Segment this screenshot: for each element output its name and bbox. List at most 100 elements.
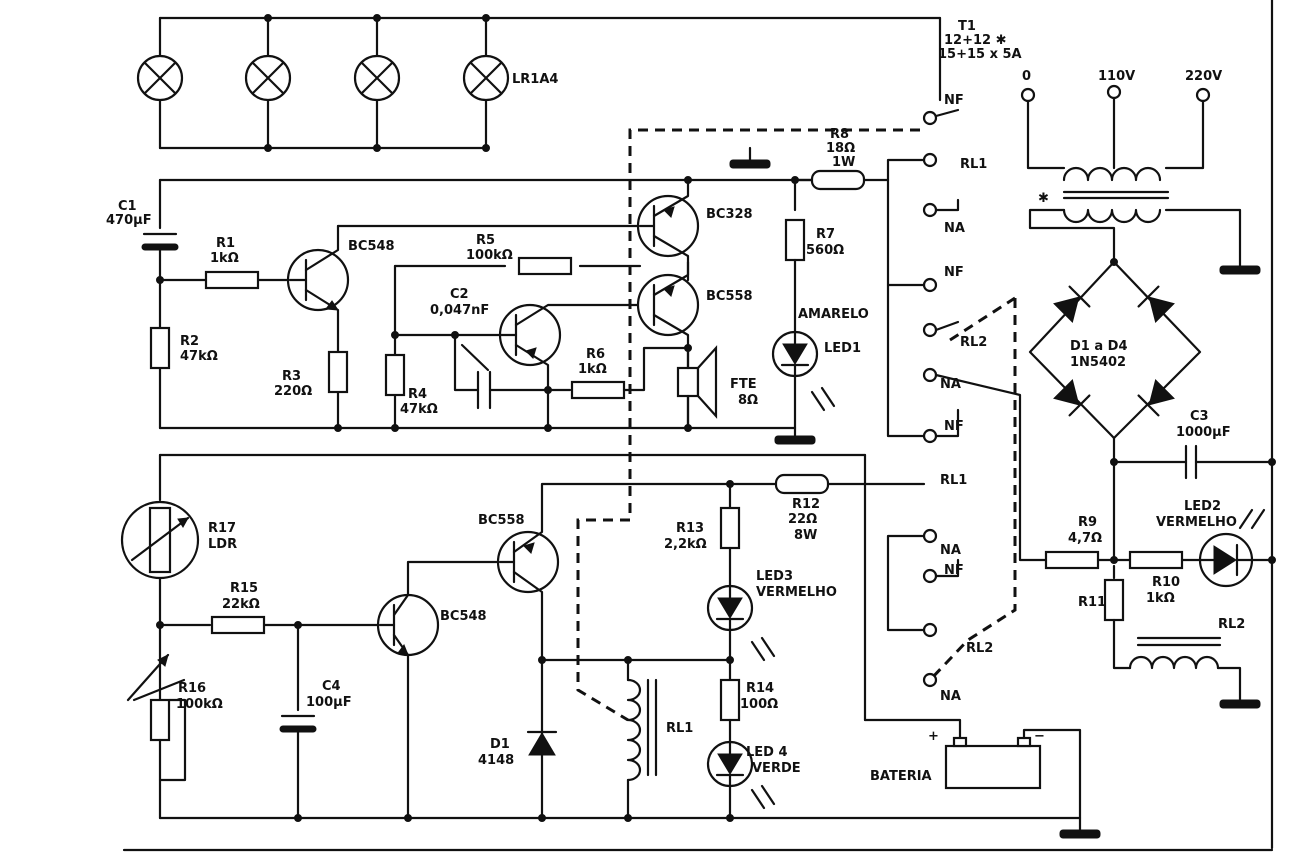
r8-power: 1W xyxy=(832,155,855,170)
bc558-right-label: BC558 xyxy=(706,289,753,304)
led3-color: VERMELHO xyxy=(756,585,837,600)
r14-name: R14 xyxy=(746,681,774,696)
rl1-label: RL1 xyxy=(960,157,987,172)
c3-name: C3 xyxy=(1190,409,1209,424)
r7-value: 560Ω xyxy=(806,243,844,258)
r10-resistor xyxy=(1128,550,1184,570)
transformer-t1: T1 12+12 ✱ 15+15 x 5A 0 110V 220V 12+12 … xyxy=(938,19,1261,275)
c4-value: 100µF xyxy=(306,695,352,710)
r1-resistor xyxy=(204,270,260,290)
rl1b-nf-label: NF xyxy=(944,419,964,434)
r17-name: R17 xyxy=(208,521,236,536)
r6-value: 1kΩ xyxy=(578,362,607,377)
lamp-1 xyxy=(136,54,184,102)
rl2b-na-label: NA xyxy=(940,689,961,704)
battery-label: BATERIA xyxy=(870,769,932,784)
battery-ground xyxy=(1059,829,1101,839)
c3-value: 1000µF xyxy=(1176,425,1231,440)
lamp-bank: LR1A4 xyxy=(136,14,942,169)
speaker-cone xyxy=(696,345,718,419)
r16-name: R16 xyxy=(178,681,206,696)
r15-value: 22kΩ xyxy=(222,597,260,612)
rl1-na-contact xyxy=(922,202,938,218)
r7-name: R7 xyxy=(816,227,835,242)
phase-marker: ✱ xyxy=(1038,191,1049,206)
r8-name: R8 xyxy=(830,127,849,142)
page-frame xyxy=(122,0,1274,852)
r13-value: 2,2kΩ xyxy=(664,537,707,552)
relay-mechanical-links xyxy=(576,128,1017,722)
t1-rating: 15+15 x 5A xyxy=(938,47,1022,62)
r15-name: R15 xyxy=(230,581,258,596)
led3-red xyxy=(706,584,754,632)
relay-contacts: NF RL1 NA NF RL2 NA NF RL1 NA NF RL2 NA xyxy=(886,93,1050,704)
r3-value: 220Ω xyxy=(274,384,312,399)
r7-resistor xyxy=(784,218,806,262)
rl2-nf-label: NF xyxy=(944,265,964,280)
r13-resistor xyxy=(719,506,741,550)
r17-type: LDR xyxy=(208,537,237,552)
bc548-upper-label: BC548 xyxy=(348,239,395,254)
mains-110-terminal xyxy=(1106,84,1122,100)
r8-value: 18Ω xyxy=(826,141,855,156)
rl1b-na-contact xyxy=(922,528,938,544)
bc548-lower-label: BC548 xyxy=(440,609,487,624)
r9-value: 4,7Ω xyxy=(1068,531,1102,546)
r4-value: 47kΩ xyxy=(400,402,438,417)
battery-plus: + xyxy=(928,729,939,744)
r9-resistor xyxy=(1044,550,1100,570)
light-sensor-section: R17 LDR R15 22kΩ R16 100kΩ C4 100µF BC54… xyxy=(120,453,1082,822)
led4-name: LED 4 xyxy=(746,745,788,760)
r2-value: 47kΩ xyxy=(180,349,218,364)
rl2b-label: RL2 xyxy=(966,641,993,656)
r10-value: 1kΩ xyxy=(1146,591,1175,606)
r9-name: R9 xyxy=(1078,515,1097,530)
r15-resistor xyxy=(210,615,266,635)
t1-secondary: 12+12 ✱ xyxy=(944,33,1007,48)
rl2-label: RL2 xyxy=(960,335,987,350)
battery-minus: − xyxy=(1034,729,1045,744)
r2-resistor xyxy=(149,326,171,370)
fte-name: FTE xyxy=(730,377,757,392)
r6-name: R6 xyxy=(586,347,605,362)
ground-symbol xyxy=(729,159,771,169)
r5-value: 100kΩ xyxy=(466,248,513,263)
q-bc548-upper xyxy=(286,248,350,312)
r16-resistor xyxy=(149,698,171,742)
lamp-3 xyxy=(353,54,401,102)
mains-0-label: 0 xyxy=(1022,69,1031,84)
battery-body xyxy=(944,744,1042,790)
rl2b-nf-contact xyxy=(922,568,938,584)
c2-name: C2 xyxy=(450,287,469,302)
bc328-label: BC328 xyxy=(706,207,753,222)
r1-value: 1kΩ xyxy=(210,251,239,266)
led4-color: VERDE xyxy=(752,761,801,776)
rl1b-nf-contact xyxy=(922,428,938,444)
d1-value: 4148 xyxy=(478,753,514,768)
rl2-common-contact xyxy=(922,322,938,338)
rl1b-label: RL1 xyxy=(940,473,967,488)
mains-110-label: 110V xyxy=(1098,69,1135,84)
r12-resistor xyxy=(774,473,830,495)
r13-name: R13 xyxy=(676,521,704,536)
bridge-rectifier: D1 a D4 1N5402 C3 1000µF xyxy=(1028,258,1276,562)
r6-resistor xyxy=(570,380,626,400)
led1-yellow xyxy=(771,330,819,378)
r4-name: R4 xyxy=(408,387,427,402)
r11-resistor xyxy=(1103,578,1125,622)
charger-output-section: R9 4,7Ω R10 1kΩ LED2 VERMELHO R11 RL2 xyxy=(1044,499,1276,709)
led2-color: VERMELHO xyxy=(1156,515,1237,530)
rl2-nf-contact xyxy=(922,277,938,293)
rl1-na-label: NA xyxy=(944,221,965,236)
lamps-label: LR1A4 xyxy=(512,72,558,87)
r4-resistor xyxy=(384,353,406,397)
c1-name: C1 xyxy=(118,199,137,214)
lamp-4 xyxy=(462,54,510,102)
rl2-ground xyxy=(1219,699,1261,709)
rl1-nf-contact xyxy=(922,110,938,126)
r10-name: R10 xyxy=(1152,575,1180,590)
r12-name: R12 xyxy=(792,497,820,512)
c2-value: 0,047nF xyxy=(430,303,489,318)
rl2-coil-label: RL2 xyxy=(1218,617,1245,632)
